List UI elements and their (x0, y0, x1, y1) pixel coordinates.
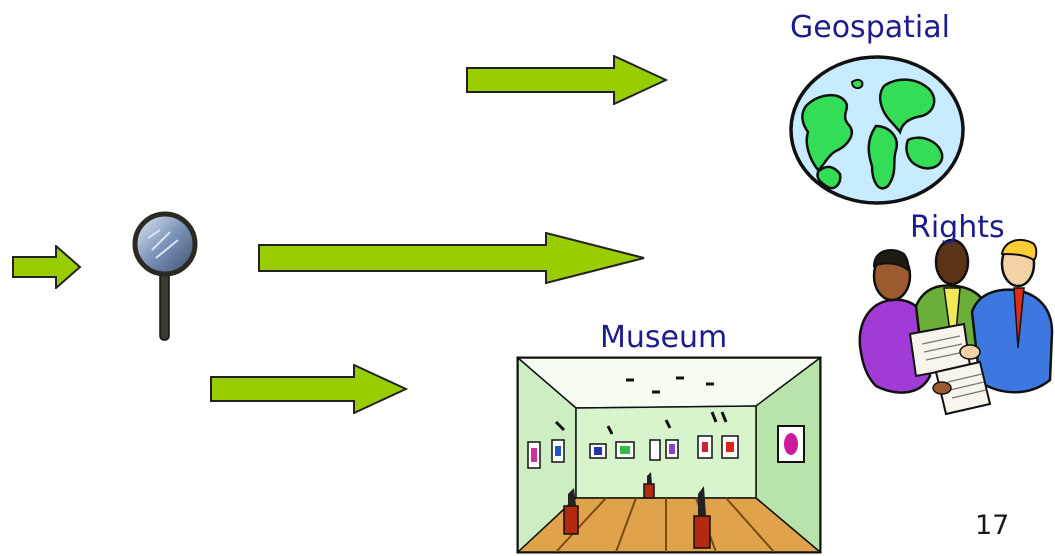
globe-icon (789, 55, 965, 205)
magnifying-glass-icon (132, 211, 198, 341)
rights-label: Rights (910, 210, 1005, 245)
arrow-middle (258, 232, 645, 284)
geospatial-label: Geospatial (790, 10, 950, 45)
arrow-bottom (210, 364, 408, 414)
museum-gallery-icon (516, 356, 822, 554)
arrow-top (466, 55, 668, 105)
arrow-small-left (12, 245, 82, 289)
page-number: 17 (975, 510, 1010, 541)
people-meeting-icon (858, 238, 1054, 416)
museum-label: Museum (600, 320, 728, 355)
